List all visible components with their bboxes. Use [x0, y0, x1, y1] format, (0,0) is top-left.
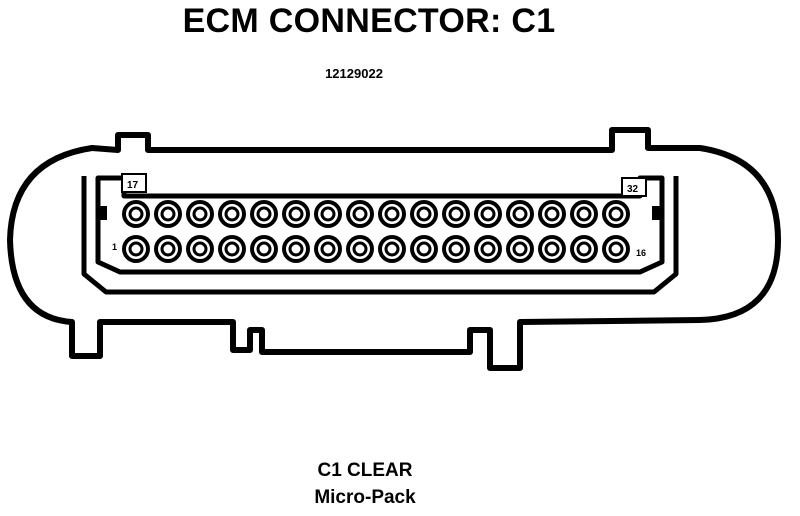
part-number: 12129022 [325, 66, 383, 81]
pin-terminal-bottom [544, 241, 560, 257]
latch-right [652, 206, 660, 220]
pin-terminal-top [256, 206, 272, 222]
caption-color: C1 CLEAR [317, 460, 413, 481]
pin-terminal-bottom [608, 241, 624, 257]
pin-terminal-bottom [576, 241, 592, 257]
pin-terminal-bottom [320, 241, 336, 257]
pin-terminal-bottom [288, 241, 304, 257]
pin-terminal-top [224, 206, 240, 222]
pin-terminal-top [192, 206, 208, 222]
pin-32-label-box [621, 177, 647, 197]
pin-terminal-bottom [256, 241, 272, 257]
pin-terminal-top [288, 206, 304, 222]
pin-label-1: 1 [112, 242, 117, 252]
pin-terminal-bottom [224, 241, 240, 257]
pin-terminal-top [448, 206, 464, 222]
pin-terminal-bottom [448, 241, 464, 257]
pin-terminal-bottom [512, 241, 528, 257]
pin-label-16: 16 [636, 248, 646, 258]
pin-terminal-bottom [416, 241, 432, 257]
pin-terminal-top [352, 206, 368, 222]
pin-terminal-top [128, 206, 144, 222]
pin-terminal-bottom [160, 241, 176, 257]
pin-terminal-top [576, 206, 592, 222]
pin-terminal-top [384, 206, 400, 222]
pin-terminal-top [608, 206, 624, 222]
pin-terminal-top [480, 206, 496, 222]
pin-grid [122, 200, 630, 263]
pin-terminal-bottom [384, 241, 400, 257]
pin-terminal-top [320, 206, 336, 222]
latch-left [99, 206, 107, 220]
pin-terminal-top [416, 206, 432, 222]
caption-type: Micro-Pack [314, 487, 416, 508]
pin-terminal-bottom [128, 241, 144, 257]
pin-terminal-top [160, 206, 176, 222]
pin-17-label-box [121, 173, 147, 193]
pin-label-32: 32 [627, 184, 639, 195]
pin-label-17: 17 [127, 180, 139, 191]
pin-terminal-top [544, 206, 560, 222]
pin-terminal-bottom [480, 241, 496, 257]
pin-terminal-bottom [192, 241, 208, 257]
pin-terminal-top [512, 206, 528, 222]
cavity-frame [81, 176, 679, 295]
connector-housing [7, 127, 781, 371]
diagram-title: ECM CONNECTOR: C1 [182, 2, 556, 40]
pin-terminal-bottom [352, 241, 368, 257]
